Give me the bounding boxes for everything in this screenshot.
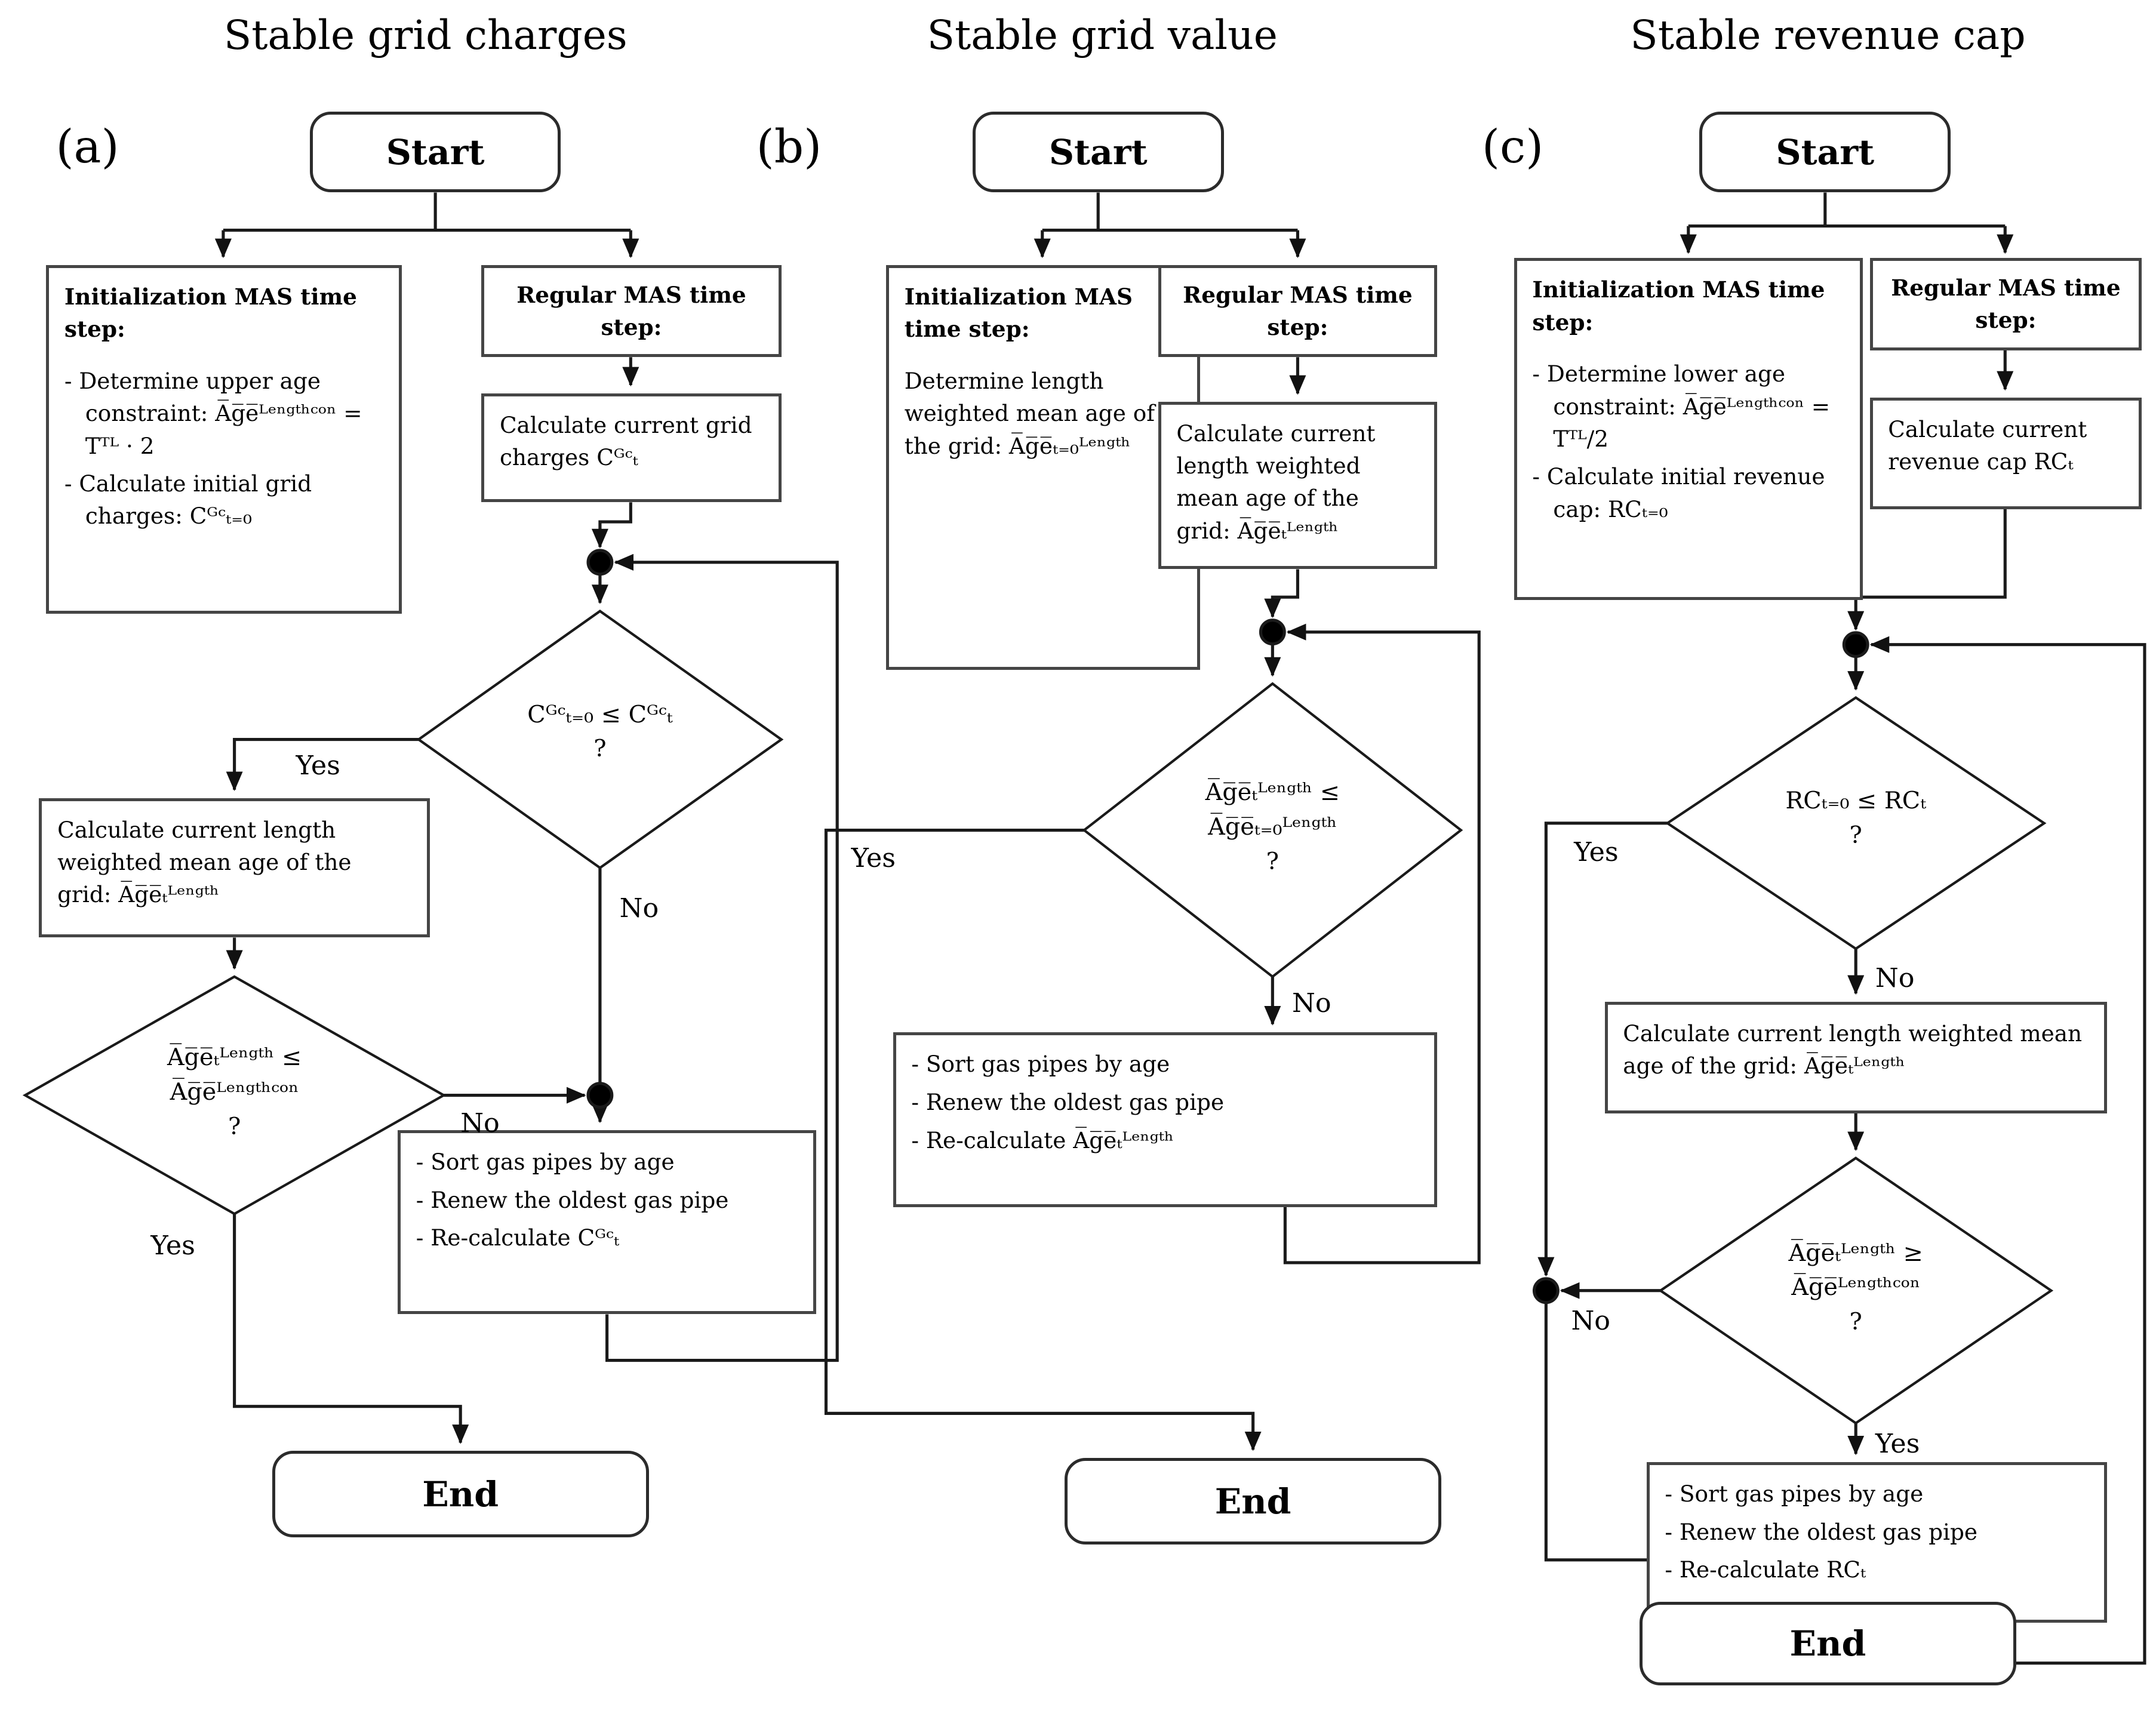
c-sort-item-3: - Re-calculate RCₜ	[1665, 1556, 1866, 1583]
b-decision-yes-label: Yes	[851, 842, 896, 873]
c-junction-dot-1	[1842, 631, 1869, 659]
c-decision1-text: RCₜ₌₀ ≤ RCₜ ?	[1785, 787, 1926, 849]
a-sort-item-2: - Renew the oldest gas pipe	[416, 1186, 729, 1213]
b-sort-item-2: - Renew the oldest gas pipe	[911, 1088, 1225, 1115]
c-decision1-no-label: No	[1875, 962, 1915, 993]
a-init-item-1: - Determine upper age constraint: A̅g̅e̅…	[64, 368, 362, 459]
a-init-box: Initialization MAS time step: - Determin…	[46, 265, 402, 614]
a-decision1-yes-label: Yes	[296, 750, 340, 781]
b-sort-item-3: - Re-calculate A̅g̅e̅ₜᴸᵉⁿᵍᵗʰ	[911, 1127, 1174, 1153]
b-decision-no-label: No	[1292, 987, 1331, 1019]
a-calc-length-box: Calculate current length weighted mean a…	[39, 798, 430, 938]
column-a-title: Stable grid charges	[223, 11, 628, 59]
c-init-item-2: - Calculate initial revenue cap: RCₜ₌₀	[1532, 463, 1825, 522]
b-regular-box: Regular MAS time step:	[1158, 265, 1438, 358]
c-yes1-path	[1537, 821, 1668, 1277]
c-decision2-text: A̅g̅e̅ₜᴸᵉⁿᵍᵗʰ ≥ A̅g̅e̅ᴸᵉⁿᵍᵗʰᶜᵒⁿ ?	[1788, 1239, 1923, 1336]
a-calc-charges-box: Calculate current grid charges Cᴳᶜₜ	[481, 393, 782, 503]
c-calc-length-box: Calculate current length weighted mean a…	[1604, 1001, 2107, 1113]
c-decision2-yes-label: Yes	[1875, 1429, 1920, 1460]
c-calc-to-junction	[1847, 509, 2007, 631]
a-sort-item-3: - Re-calculate Cᴳᶜₜ	[416, 1224, 620, 1251]
b-start-node: Start	[972, 111, 1224, 193]
b-sort-item-1: - Sort gas pipes by age	[911, 1051, 1170, 1078]
column-c-title: Stable revenue cap	[1630, 11, 2026, 59]
a-junction-dot-2	[586, 1082, 614, 1109]
a-sort-item-1: - Sort gas pipes by age	[416, 1149, 675, 1175]
c-end-node: End	[1639, 1601, 2016, 1686]
a-start-node: Start	[309, 111, 561, 193]
c-junction-dot-2	[1532, 1277, 1560, 1304]
c-start-node: Start	[1699, 111, 1951, 193]
c-init-box: Initialization MAS time step: - Determin…	[1514, 258, 1863, 600]
b-calc-to-junction	[1264, 569, 1299, 619]
a-junction-dot-1	[586, 549, 614, 576]
a-sort-box: - Sort gas pipes by age - Renew the olde…	[398, 1130, 817, 1315]
c-decision1-yes-label: Yes	[1574, 837, 1619, 868]
c-sort-box: - Sort gas pipes by age - Renew the olde…	[1646, 1462, 2107, 1623]
a-init-header: Initialization MAS time step:	[64, 284, 357, 343]
panel-label-b: (b)	[756, 119, 822, 174]
b-decision-text: A̅g̅e̅ₜᴸᵉⁿᵍᵗʰ ≤ A̅g̅e̅ₜ₌₀ᴸᵉⁿᵍᵗʰ ?	[1205, 779, 1340, 875]
a-yes1-path	[226, 738, 419, 792]
a-decision2-yes-label: Yes	[150, 1230, 195, 1262]
b-end-node: End	[1065, 1458, 1442, 1545]
a-yes2-to-end	[233, 1214, 469, 1444]
a-calc-to-junction	[591, 502, 632, 549]
a-decision2-text: A̅g̅e̅ₜᴸᵉⁿᵍᵗʰ ≤ A̅g̅e̅ᴸᵉⁿᵍᵗʰᶜᵒⁿ ?	[167, 1044, 302, 1140]
a-decision2-no-label: No	[460, 1107, 500, 1139]
c-decision2-no-label: No	[1571, 1306, 1611, 1337]
a-init-item-2: - Calculate initial grid charges: Cᴳᶜₜ₌₀	[64, 470, 312, 530]
b-sort-box: - Sort gas pipes by age - Renew the olde…	[893, 1032, 1438, 1207]
a-decision1-no-label: No	[619, 893, 659, 924]
c-init-item-1: - Determine lower age constraint: A̅g̅e̅…	[1532, 361, 1831, 452]
b-init-body: Determine length weighted mean age of th…	[904, 368, 1155, 459]
c-sort-item-1: - Sort gas pipes by age	[1665, 1481, 1924, 1507]
column-b-title: Stable grid value	[927, 11, 1278, 59]
a-loop-back	[605, 553, 839, 1362]
c-calc-revcap-box: Calculate current revenue cap RCₜ	[1869, 398, 2142, 509]
c-sort-item-2: - Renew the oldest gas pipe	[1665, 1518, 1978, 1545]
panel-label-a: (a)	[56, 119, 119, 174]
panel-label-c: (c)	[1481, 119, 1544, 174]
b-loop-back	[1283, 623, 1481, 1264]
a-decision1-text: Cᴳᶜₜ₌₀ ≤ Cᴳᶜₜ ?	[527, 700, 673, 763]
c-init-header: Initialization MAS time step:	[1532, 276, 1825, 336]
b-init-box: Initialization MAS time step: Determine …	[885, 265, 1200, 670]
b-yes-to-end	[824, 828, 1262, 1451]
b-init-header: Initialization MAS time step:	[904, 284, 1133, 343]
b-junction-dot	[1259, 619, 1286, 646]
c-regular-box: Regular MAS time step:	[1869, 258, 2142, 350]
a-end-node: End	[272, 1451, 649, 1538]
b-calc-length-box: Calculate current length weighted mean a…	[1158, 402, 1438, 570]
a-regular-box: Regular MAS time step:	[481, 265, 782, 358]
